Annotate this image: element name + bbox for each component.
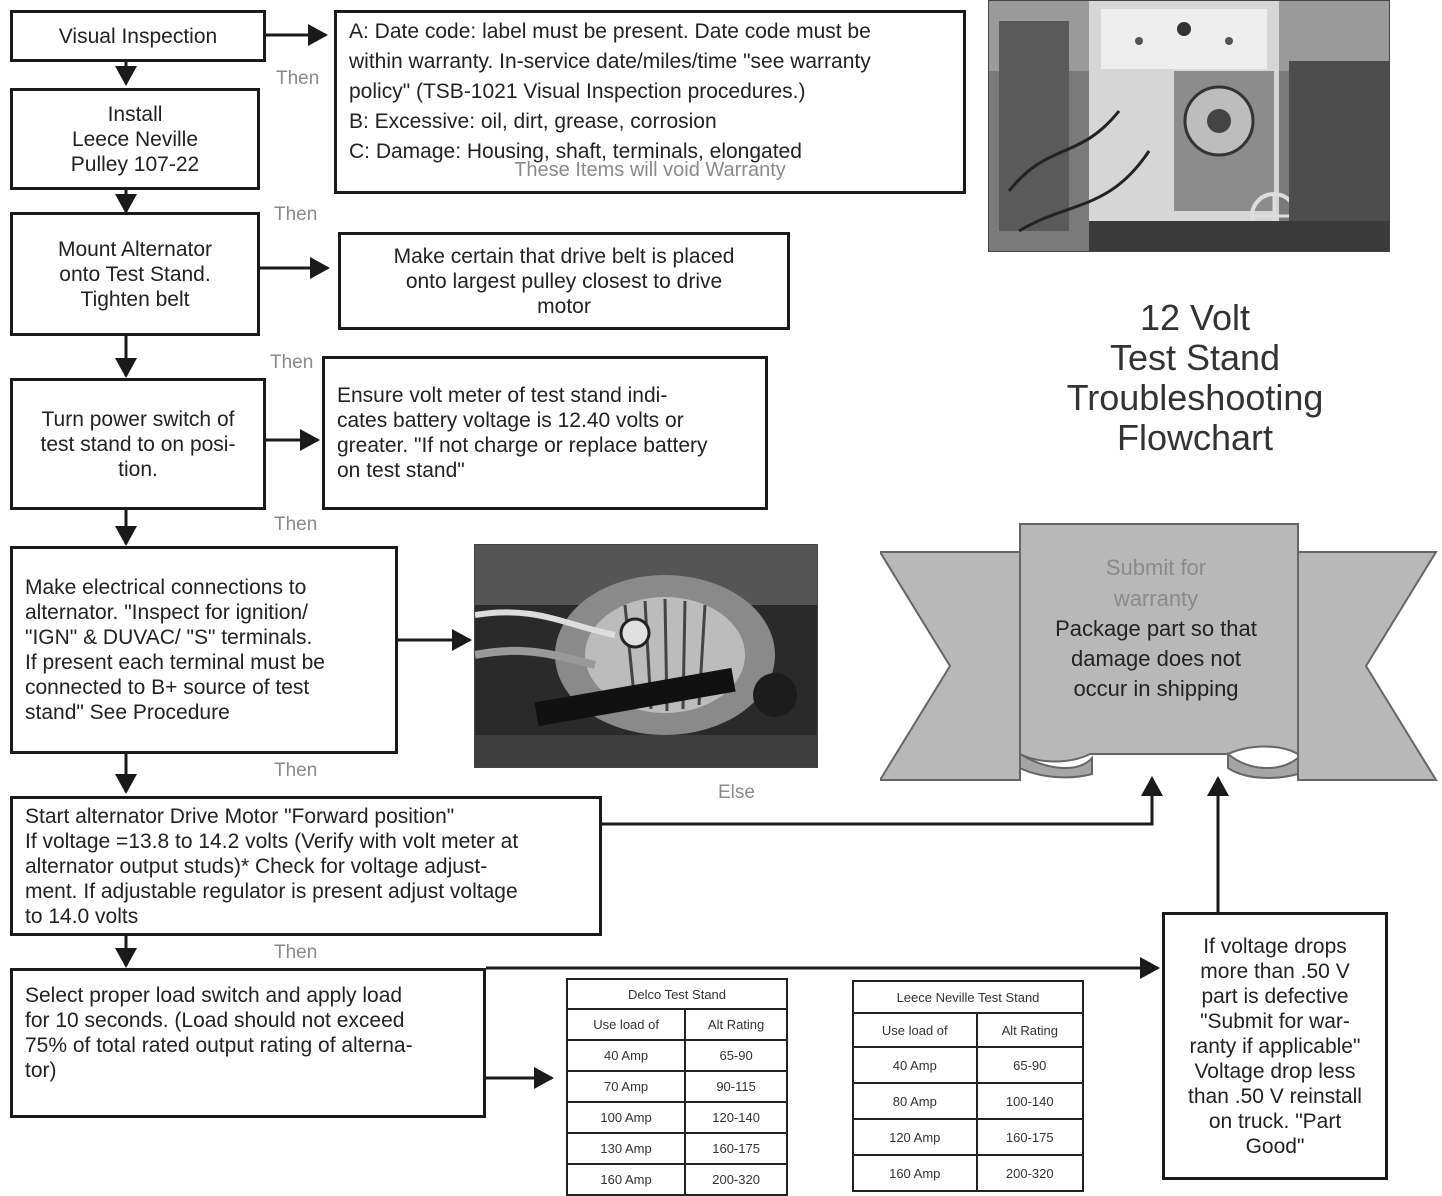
volt-meter-text: Ensure volt meter of test stand indi- ca… bbox=[337, 384, 708, 482]
leece-header-load: Use load of bbox=[852, 1012, 978, 1048]
electrical-connections-label: Make electrical connections to alternato… bbox=[25, 576, 325, 724]
alternator-photo-image bbox=[475, 545, 817, 767]
install-pulley-step: Install Leece Neville Pulley 107-22 bbox=[10, 88, 260, 190]
mount-alternator-step: Mount Alternator onto Test Stand. Tighte… bbox=[10, 212, 260, 336]
delco-cell: 90-115 bbox=[684, 1070, 788, 1103]
delco-cell: 160-175 bbox=[684, 1132, 788, 1165]
banner-curl-right bbox=[1227, 751, 1299, 779]
leece-cell: 100-140 bbox=[975, 1082, 1085, 1120]
visual-inspection-step: Visual Inspection bbox=[10, 10, 266, 62]
select-load-label: Select proper load switch and apply load… bbox=[25, 984, 413, 1082]
test-stand-photo bbox=[988, 0, 1390, 252]
delco-cell: 100 Amp bbox=[565, 1101, 687, 1134]
delco-cell: 70 Amp bbox=[565, 1070, 687, 1103]
banner-curl-left bbox=[1019, 752, 1093, 779]
then-label-6: Then bbox=[274, 942, 318, 963]
visual-inspection-label: Visual Inspection bbox=[58, 24, 218, 48]
delco-cell: 40 Amp bbox=[565, 1039, 687, 1072]
test-stand-photo-image bbox=[989, 1, 1389, 251]
else-label: Else bbox=[718, 782, 755, 803]
delco-header-rating: Alt Rating bbox=[684, 1008, 788, 1041]
leece-cell: 200-320 bbox=[975, 1154, 1085, 1192]
mount-alternator-label: Mount Alternator onto Test Stand. Tighte… bbox=[57, 237, 213, 311]
banner-right-tail bbox=[1297, 551, 1438, 781]
drive-belt-note: Make certain that drive belt is placed o… bbox=[338, 232, 790, 330]
leece-table-title: Leece Neville Test Stand bbox=[852, 980, 1084, 1014]
leece-cell: 160 Amp bbox=[852, 1154, 978, 1192]
banner-left-tail bbox=[880, 551, 1021, 781]
then-label-2: Then bbox=[274, 204, 318, 225]
warranty-banner-graphic bbox=[880, 523, 1438, 781]
drive-belt-text: Make certain that drive belt is placed o… bbox=[393, 244, 735, 318]
alternator-connection-photo bbox=[474, 544, 818, 768]
then-label-4: Then bbox=[274, 514, 318, 535]
flowchart-title: 12 Volt Test Stand Troubleshooting Flowc… bbox=[1066, 297, 1324, 458]
delco-header-load: Use load of bbox=[565, 1008, 687, 1041]
banner-body: Package part so that damage does not occ… bbox=[1055, 616, 1257, 701]
leece-cell: 65-90 bbox=[975, 1046, 1085, 1084]
leece-cell: 80 Amp bbox=[852, 1082, 978, 1120]
arrow-else-to-banner bbox=[602, 776, 1163, 826]
leece-cell: 160-175 bbox=[975, 1118, 1085, 1156]
banner-heading: Submit for warranty bbox=[1105, 555, 1207, 611]
delco-cell: 130 Amp bbox=[565, 1132, 687, 1165]
leece-cell: 40 Amp bbox=[852, 1046, 978, 1084]
power-switch-label: Turn power switch of test stand to on po… bbox=[40, 407, 236, 481]
then-label-3: Then bbox=[270, 352, 314, 373]
start-motor-label: Start alternator Drive Motor "Forward po… bbox=[25, 804, 519, 928]
delco-cell: 120-140 bbox=[684, 1101, 788, 1134]
power-switch-step: Turn power switch of test stand to on po… bbox=[10, 378, 266, 510]
voltage-drop-note: If voltage drops more than .50 V part is… bbox=[1162, 912, 1388, 1180]
inspection-criteria-text: A: Date code: label must be present. Dat… bbox=[349, 20, 871, 163]
inspection-criteria-note: A: Date code: label must be present. Dat… bbox=[334, 10, 966, 194]
then-label-5: Then bbox=[274, 760, 318, 781]
delco-table-title: Delco Test Stand bbox=[566, 978, 788, 1010]
leece-header-rating: Alt Rating bbox=[975, 1012, 1085, 1048]
volt-meter-note: Ensure volt meter of test stand indi- ca… bbox=[322, 356, 768, 510]
delco-cell: 65-90 bbox=[684, 1039, 788, 1072]
void-warning-text: These Items will void Warranty bbox=[514, 159, 786, 181]
then-label-1: Then bbox=[276, 68, 320, 89]
delco-cell: 160 Amp bbox=[565, 1163, 687, 1196]
delco-cell: 200-320 bbox=[684, 1163, 788, 1196]
install-pulley-label: Install Leece Neville Pulley 107-22 bbox=[70, 102, 200, 176]
voltage-drop-text: If voltage drops more than .50 V part is… bbox=[1188, 934, 1362, 1158]
electrical-connections-step: Make electrical connections to alternato… bbox=[10, 546, 398, 754]
start-motor-step: Start alternator Drive Motor "Forward po… bbox=[10, 796, 602, 936]
select-load-step: Select proper load switch and apply load… bbox=[10, 968, 486, 1118]
leece-cell: 120 Amp bbox=[852, 1118, 978, 1156]
